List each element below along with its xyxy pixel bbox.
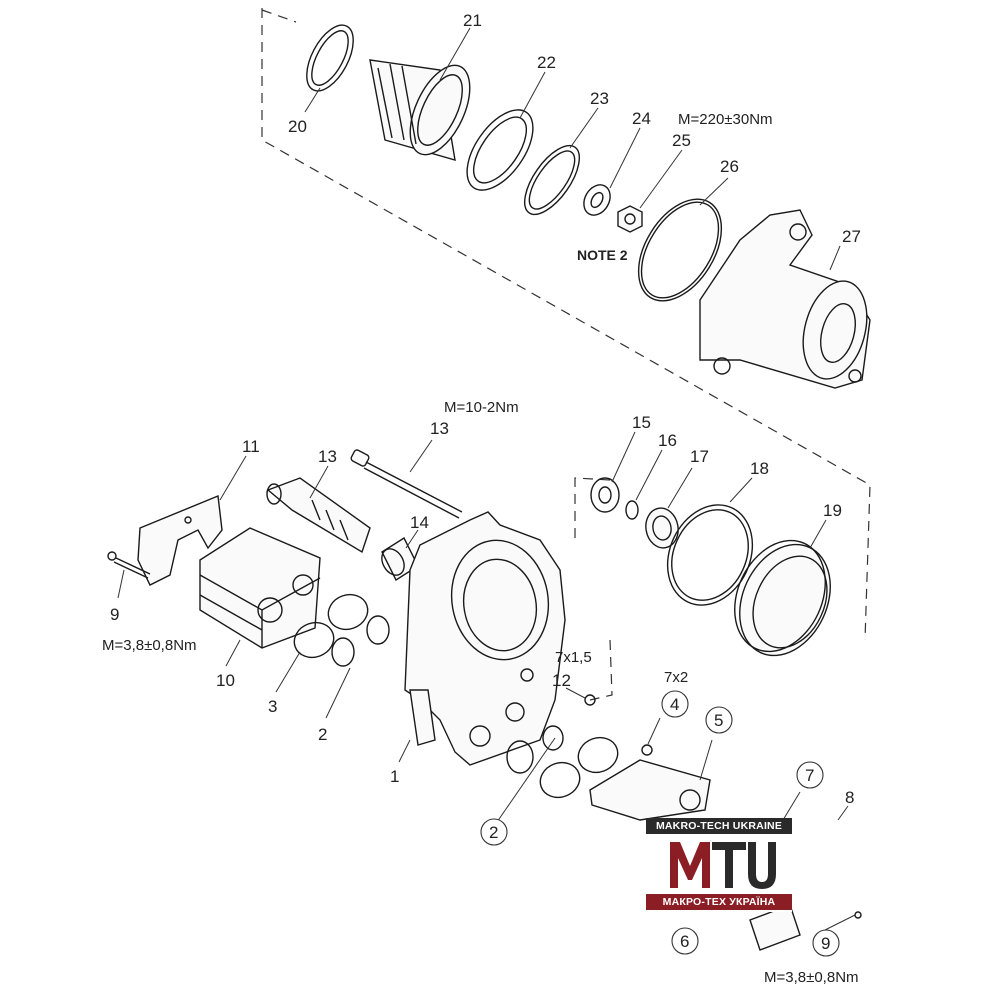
part-27-housing	[699, 209, 871, 389]
callout-bubbles	[480, 690, 840, 957]
dashed-assembly-lines	[261, 8, 871, 701]
label-19: 19	[823, 501, 842, 520]
part-labels: 21 20 22 23 24 25 26 27 11 13 13 14 15 1…	[110, 11, 861, 953]
label-24: 24	[632, 109, 651, 128]
label-25: 25	[672, 131, 691, 150]
label-9-right: 9	[821, 934, 830, 953]
label-13-bolt: 13	[430, 419, 449, 438]
label-11: 11	[242, 437, 260, 456]
part-4-small-ring	[641, 744, 653, 756]
logo-bottom-text: МАКРО-ТЕХ УКРАЇНА	[646, 894, 792, 910]
torque-spec-bolt: M=10-2Nm	[444, 399, 519, 416]
part-24-washer	[583, 184, 611, 216]
part-15-washer	[590, 477, 620, 513]
part-19-seal-sleeve	[734, 539, 831, 657]
label-12: 12	[552, 671, 571, 690]
label-15: 15	[632, 413, 651, 432]
label-2-right: 2	[489, 823, 498, 842]
part-11-plate	[137, 495, 223, 586]
label-17: 17	[690, 447, 709, 466]
label-10: 10	[216, 671, 235, 690]
part-12-small-ring	[584, 694, 596, 706]
label-13-shaft: 13	[318, 447, 337, 466]
logo-mark	[670, 842, 776, 889]
part-26-o-ring	[637, 198, 723, 302]
torque-spec-top: M=220±30Nm	[678, 111, 773, 128]
label-4: 4	[670, 695, 679, 714]
label-27: 27	[842, 227, 861, 246]
label-1: 1	[390, 767, 399, 786]
quantity-note-4: 7x2	[664, 669, 688, 686]
label-8: 8	[845, 788, 854, 807]
part-22-ring	[466, 109, 534, 191]
part-10-valve-block	[199, 527, 321, 649]
part-3-snap-ring-right	[539, 736, 619, 799]
part-9-screw-left	[107, 551, 151, 579]
torque-spec-left: M=3,8±0,8Nm	[102, 637, 197, 654]
part-18-o-ring	[666, 504, 754, 606]
label-6: 6	[680, 932, 689, 951]
part-17-bearing	[645, 507, 679, 549]
note-2-label: NOTE 2	[577, 247, 628, 263]
label-21: 21	[463, 11, 482, 30]
part-5-valve-block-right	[589, 759, 711, 821]
label-2-left: 2	[318, 725, 327, 744]
leader-lines	[117, 27, 856, 931]
label-18: 18	[750, 459, 769, 478]
label-3: 3	[268, 697, 277, 716]
part-25-nut	[617, 205, 643, 233]
logo-top-text: MAKRO-TECH UKRAINE	[646, 818, 792, 834]
torque-spec-right: M=3,8±0,8Nm	[764, 969, 859, 986]
label-26: 26	[720, 157, 739, 176]
annotations: M=220±30Nm NOTE 2 M=10-2Nm M=3,8±0,8Nm 7…	[102, 111, 859, 986]
mtu-logo: MAKRO-TECH UKRAINE МАКРО-ТЕХ УКРАЇНА	[646, 818, 792, 912]
label-9-left: 9	[110, 605, 119, 624]
label-16: 16	[658, 431, 677, 450]
part-23-snap-ring	[524, 144, 580, 216]
part-3-snap-ring-left	[293, 593, 369, 659]
part-2-o-ring-left	[331, 615, 390, 667]
label-23: 23	[590, 89, 609, 108]
part-13-shaft	[266, 477, 371, 554]
quantity-note-12: 7x1,5	[555, 649, 592, 666]
part-9-screw-right	[854, 911, 862, 919]
label-7: 7	[805, 766, 814, 785]
label-20: 20	[288, 117, 307, 136]
label-22: 22	[537, 53, 556, 72]
part-20-ring	[306, 24, 354, 92]
label-5: 5	[714, 711, 723, 730]
part-1-main-housing	[404, 511, 566, 766]
part-2-o-ring-right	[506, 725, 564, 774]
label-14: 14	[410, 513, 429, 532]
part-16-ring	[625, 500, 639, 520]
part-13-long-bolt	[350, 449, 463, 519]
part-21-bearing-cage	[369, 59, 471, 161]
